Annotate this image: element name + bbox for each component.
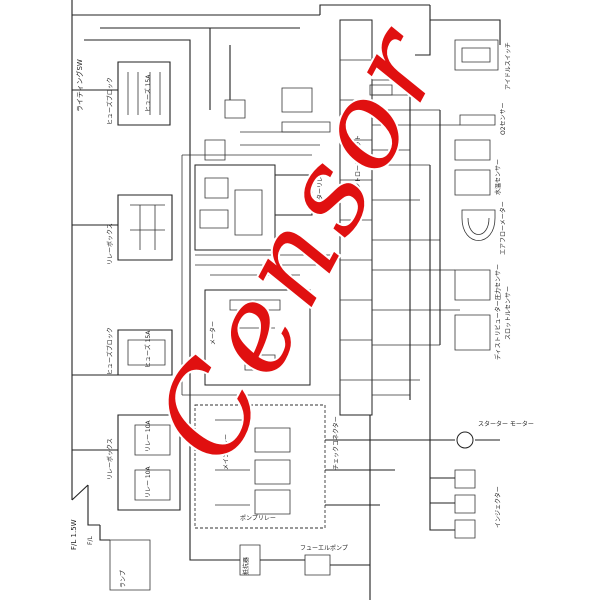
diagram-lines (71, 0, 501, 600)
fl-label: F/L 1.5W (70, 519, 78, 550)
control-unit-label: コントロールユニット (355, 135, 362, 195)
relay-box-mid-label: リレーボックス (106, 223, 114, 265)
air-flow-meter-label: エアフローメーター (499, 201, 507, 255)
lighting-switch-label: ライティングSW (75, 59, 84, 112)
distributor-label: ディストリビューター (494, 300, 502, 360)
relay-bottom-label: ランプ (120, 570, 127, 588)
o2-sensor-label: O2センサー (500, 102, 507, 135)
fuse-block-top-label: ヒューズブロック (106, 77, 114, 125)
meter-label: メーター (209, 321, 217, 345)
fl-small-label: F/L (87, 536, 94, 545)
main-relay-label: メインリレー (223, 434, 230, 470)
check-connector-label: チェックコネクター (332, 416, 340, 470)
heater-relay-label: ヒーターリレー (316, 170, 324, 212)
fuse-top-label: ヒューズ 15A (144, 74, 152, 112)
fuse-low-a-label: リレー 10A (145, 419, 152, 452)
throttle-sensor-label: スロットルセンサー (505, 286, 512, 340)
fuse-mid-label: ヒューズ 15A (144, 330, 152, 368)
censor-watermark: Censor (128, 1, 471, 483)
starter-motor-label: スターター モーター (478, 420, 534, 428)
water-temp-sensor-label: 水温センサー (494, 159, 502, 195)
relay-box-low-label: リレーボックス (106, 438, 114, 480)
pressure-sensor-label: 圧力センサー (494, 264, 502, 300)
fuse-block-mid-label: ヒューズブロック (106, 327, 114, 375)
pump-relay-label: ポンプリレー (240, 514, 276, 522)
resistor-bottom-label: 抵抗器 (242, 557, 250, 575)
idle-switch-label: アイドルスイッチ (505, 42, 512, 90)
fuse-low-b-label: リレー 10A (145, 465, 152, 498)
fuel-pump-label: フューエルポンプ (300, 544, 348, 552)
injector-label: インジェクター (494, 486, 502, 528)
